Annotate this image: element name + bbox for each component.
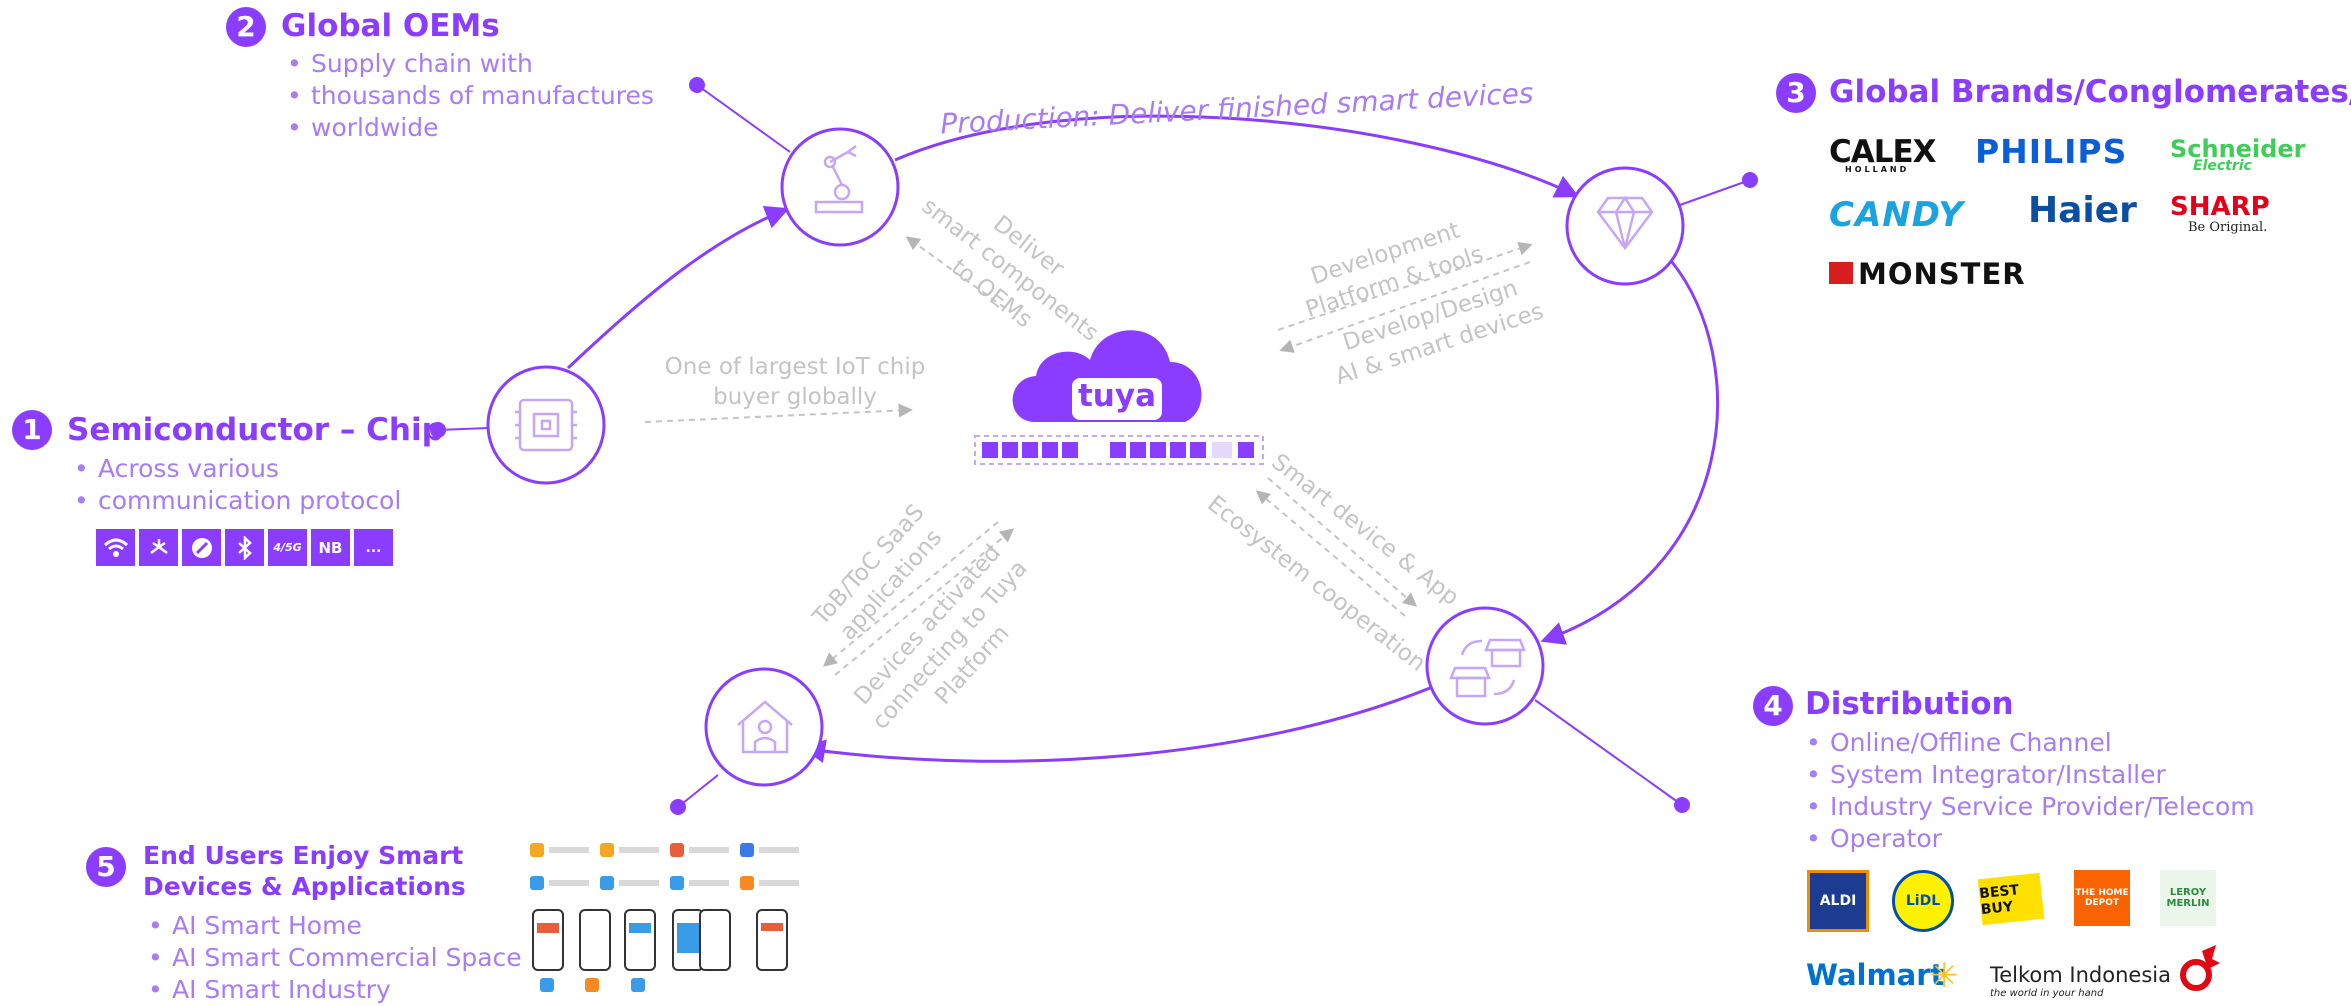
aldi-logo: ALDI xyxy=(1807,870,1869,932)
section-4-number: 4 xyxy=(1753,686,1793,726)
schneider-logo-sub: Electric xyxy=(2193,158,2252,174)
section-4-bullets: Online/Offline Channel System Integrator… xyxy=(1806,727,2255,855)
s4-bullet-3-cont: Operator xyxy=(1806,823,2255,855)
telkom-emblem-icon xyxy=(2178,943,2222,993)
diamond-icon xyxy=(1596,195,1654,251)
section-5-number: 5 xyxy=(86,847,126,887)
monster-m-icon xyxy=(1829,262,1853,284)
chip-buyer-l2: buyer globally xyxy=(713,384,877,410)
s5-bullet-3: AI Smart Industry xyxy=(148,974,522,1006)
s2-bullet-3: worldwide xyxy=(287,112,654,144)
section-5-title-line-1: End Users Enjoy Smart xyxy=(143,841,464,870)
protocol-icons: 4/5G NB ... xyxy=(96,529,393,566)
section-1-bullets: Across various communication protocol xyxy=(74,453,401,517)
wifi-icon xyxy=(96,529,135,566)
bluetooth-le-icon xyxy=(182,529,221,566)
telkom-logo: Telkom Indonesia xyxy=(1990,963,2171,987)
4g-5g-icon: 4/5G xyxy=(268,529,307,566)
homedepot-logo: THE HOME DEPOT xyxy=(2074,870,2130,926)
s4-bullet-1: Online/Offline Channel xyxy=(1806,727,2255,759)
flow-distribution-to-users xyxy=(814,686,1431,763)
chip-icon xyxy=(515,398,577,452)
s1-bullet-2: communication protocol xyxy=(74,485,401,517)
section-4-title: Distribution xyxy=(1805,686,2014,722)
lidl-logo: LiDL xyxy=(1892,870,1954,932)
bluetooth-icon xyxy=(225,529,264,566)
section-3-number: 3 xyxy=(1776,73,1816,113)
flow-chip-to-oem xyxy=(566,205,790,370)
walmart-logo: Walmart xyxy=(1806,958,1945,992)
s5-bullet-2: AI Smart Commercial Space xyxy=(148,942,522,974)
section-5-bullets: AI Smart Home AI Smart Commercial Space … xyxy=(148,910,522,1006)
s4-bullet-3: Industry Service Provider/Telecom xyxy=(1806,791,2255,823)
flow-oem-to-brands xyxy=(894,114,1580,198)
s1-bullet-1: Across various xyxy=(74,453,401,485)
sharp-logo-sub: Be Original. xyxy=(2188,220,2268,235)
section-2-number: 2 xyxy=(226,7,266,47)
tuya-platform-chips xyxy=(982,442,1254,458)
s2-bullet-1: Supply chain with xyxy=(287,48,654,80)
section-3-title: Global Brands/Conglomerates/... xyxy=(1829,74,2351,110)
app-solutions-thumbnail xyxy=(525,838,805,998)
philips-logo: PHILIPS xyxy=(1975,132,2128,171)
calex-logo: CALEX xyxy=(1829,134,1937,170)
haier-logo: Haier xyxy=(2028,190,2137,231)
telkom-logo-sub: the world in your hand xyxy=(1990,988,2104,999)
section-2-bullets: Supply chain with thousands of manufactu… xyxy=(287,48,654,144)
nb-iot-icon: NB xyxy=(311,529,350,566)
monster-logo: MONSTER xyxy=(1858,257,2026,291)
candy-logo: CANDY xyxy=(1829,195,1964,235)
sharp-logo: SHARP xyxy=(2170,192,2270,222)
house-person-icon xyxy=(737,700,793,754)
section-1-number: 1 xyxy=(12,410,52,450)
section-2-title: Global OEMs xyxy=(281,8,500,44)
section-5-title-line-2: Devices & Applications xyxy=(143,872,466,901)
leroymerlin-logo: LEROY MERLIN xyxy=(2160,870,2216,926)
section-1-title: Semiconductor – Chip xyxy=(67,412,444,448)
calex-logo-sub: HOLLAND xyxy=(1845,165,1910,174)
robot-arm-icon xyxy=(814,145,864,214)
s2-bullet-2: thousands of manufactures xyxy=(287,80,654,112)
chip-buyer-l1: One of largest IoT chip xyxy=(664,354,926,380)
store-exchange-icon xyxy=(1449,638,1526,698)
s4-bullet-2: System Integrator/Installer xyxy=(1806,759,2255,791)
schneider-logo: Schneider xyxy=(2170,135,2306,163)
s5-bullet-1: AI Smart Home xyxy=(148,910,522,942)
more-protocols-icon: ... xyxy=(354,529,393,566)
walmart-spark-icon: ✳ xyxy=(1930,956,1959,996)
tuya-logo: tuya xyxy=(1077,378,1156,414)
flow-brands-to-distribution xyxy=(1540,261,1720,645)
chip-buyer-label: One of largest IoT chip buyer globally xyxy=(625,352,965,412)
zigbee-icon xyxy=(139,529,178,566)
bestbuy-logo: BEST BUY xyxy=(1977,872,2045,926)
